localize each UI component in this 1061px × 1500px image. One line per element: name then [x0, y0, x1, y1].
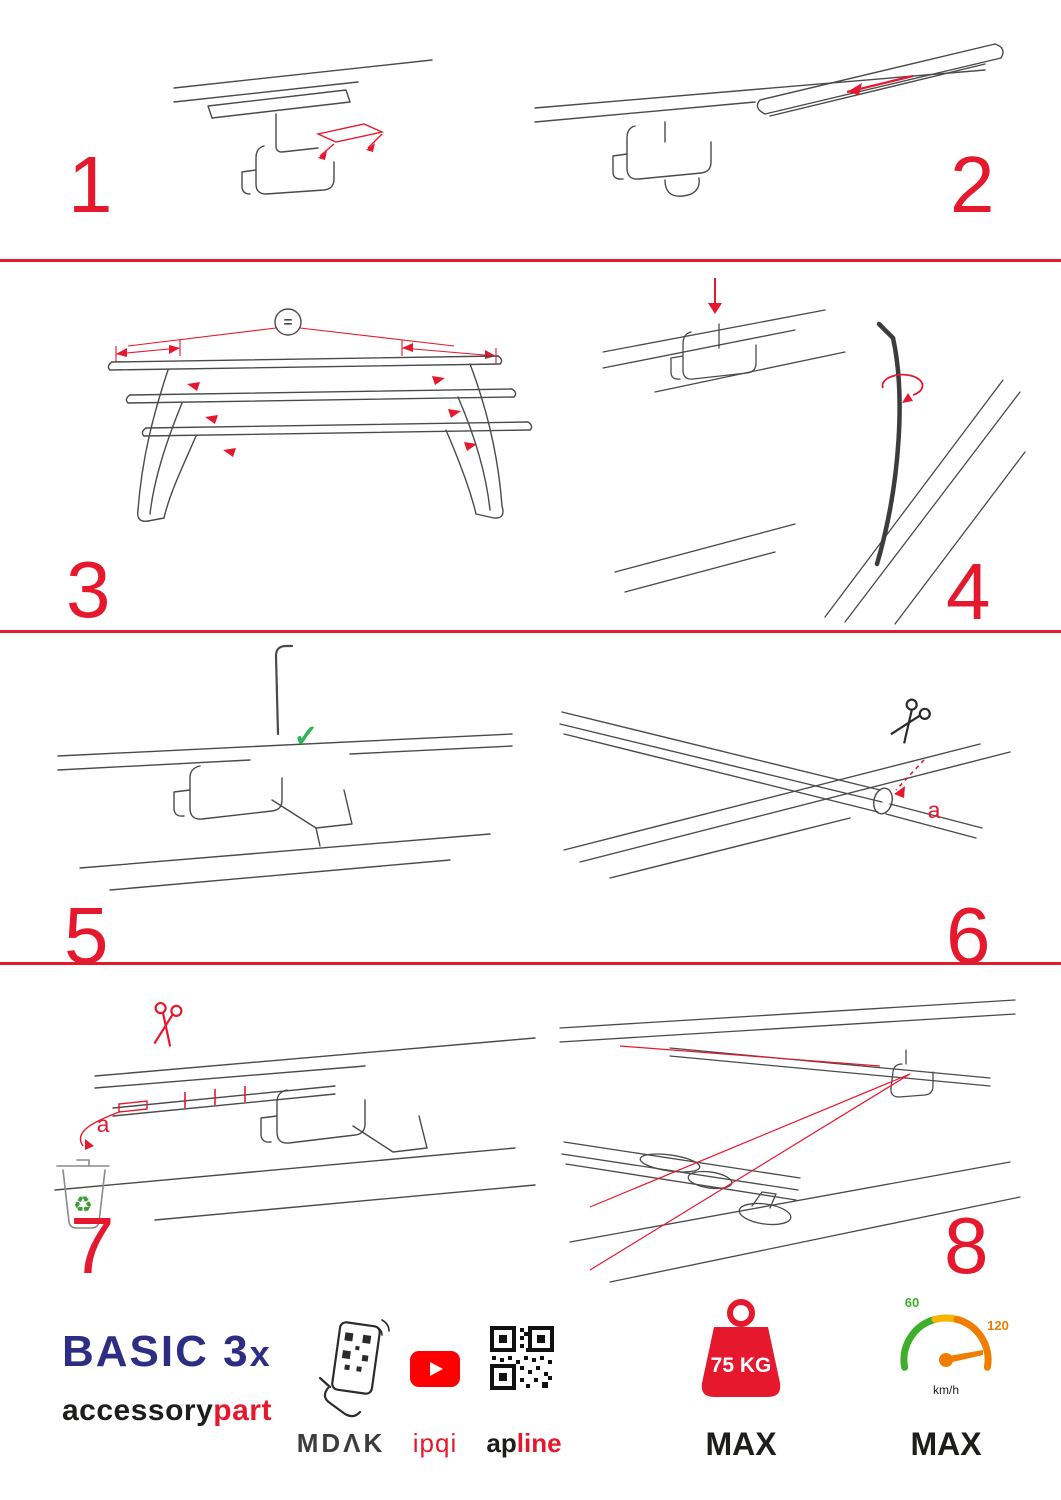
- speed-max-label: MAX: [910, 1426, 982, 1462]
- step-4-illustration: [602, 278, 1026, 625]
- check-mark-icon: ✓: [293, 720, 318, 753]
- step-7-number: 7: [70, 1201, 115, 1290]
- step-6-illustration: a: [559, 698, 1011, 879]
- apline-red: line: [516, 1428, 562, 1458]
- step-4-number: 4: [946, 547, 991, 636]
- youtube-icon: [410, 1351, 460, 1387]
- speedometer-icon: 60 120 km/h: [900, 1295, 1009, 1397]
- weight-max-label: MAX: [705, 1426, 777, 1462]
- partner-mdak-label: MDΛK: [296, 1428, 386, 1458]
- weight-value: 75 KG: [711, 1354, 772, 1377]
- step-5-illustration: ✓: [57, 644, 513, 891]
- section-divider-2: [0, 630, 1061, 633]
- brand-subtitle-red: part: [213, 1394, 272, 1427]
- speed-tick-high: 120: [987, 1318, 1009, 1333]
- speed-tick-low: 60: [905, 1295, 919, 1310]
- partner-apline-label: apline: [474, 1428, 574, 1459]
- scissors-icon: [153, 1002, 183, 1047]
- weight-limit-icon: 75 KG: [701, 1299, 781, 1397]
- brand-logo: BASIC 3x accessorypart: [62, 1330, 272, 1428]
- step-7-illustration: a ♻: [54, 1002, 536, 1229]
- brand-title-main: BASIC 3: [62, 1327, 250, 1376]
- step-8-number: 8: [944, 1201, 989, 1290]
- cut-part-label: a: [928, 797, 941, 823]
- equal-spacing-label: =: [284, 314, 293, 331]
- section-divider-1: [0, 259, 1061, 262]
- partner-ipqi-label: ipqi: [412, 1428, 458, 1458]
- trash-bin-icon: [56, 1159, 110, 1229]
- recycle-icon: ♻: [73, 1192, 93, 1217]
- scissors-icon: [890, 698, 931, 744]
- cut-part-label: a: [97, 1111, 110, 1137]
- step-1-illustration: [173, 59, 433, 195]
- step-2-illustration: [534, 43, 1004, 197]
- step-3-number: 3: [66, 545, 111, 634]
- step-3-illustration: =: [107, 308, 533, 522]
- qr-code: [490, 1326, 554, 1390]
- section-divider-3: [0, 962, 1061, 965]
- brand-subtitle-black: accessory: [62, 1394, 214, 1427]
- step-8-illustration: [559, 999, 1021, 1283]
- brand-subtitle: accessorypart: [62, 1394, 272, 1428]
- step-1-number: 1: [68, 140, 113, 229]
- step-2-number: 2: [950, 140, 995, 229]
- apline-black: ap: [486, 1428, 517, 1458]
- phone-scan-qr-icon: [318, 1319, 390, 1418]
- speed-unit: km/h: [933, 1383, 959, 1397]
- brand-title: BASIC 3x: [62, 1330, 272, 1374]
- brand-title-x: x: [249, 1333, 272, 1374]
